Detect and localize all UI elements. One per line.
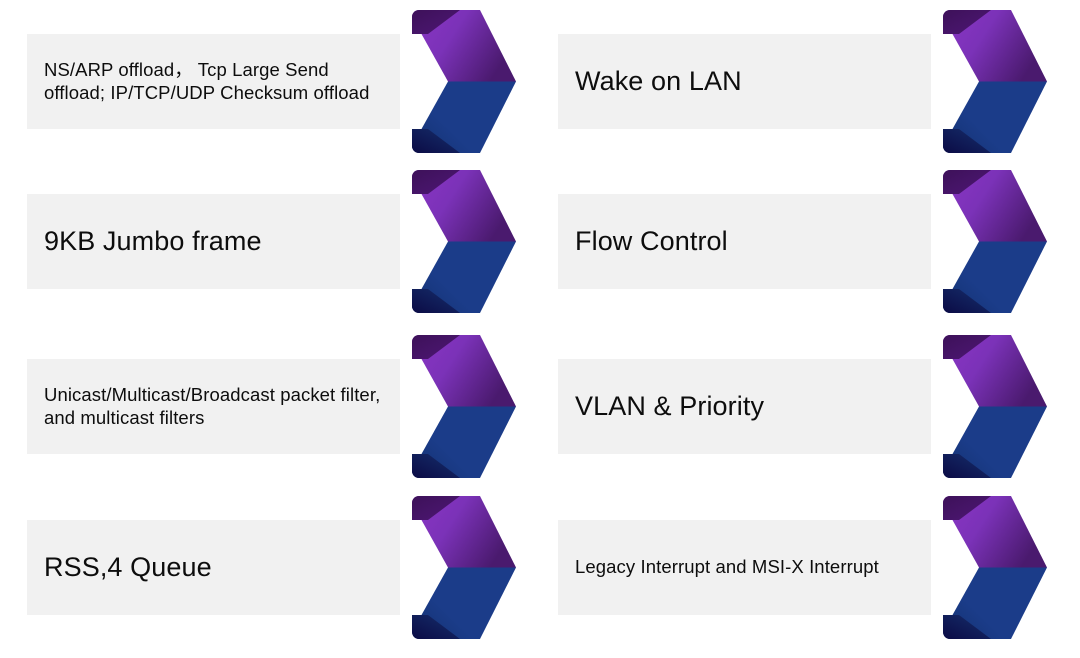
chevron-upper-shadow: [943, 10, 991, 34]
chevron-upper-face: [943, 496, 1047, 568]
chevron-lower-shadow: [412, 615, 460, 639]
chevron-lower-shadow: [943, 129, 991, 153]
process-label-plate[interactable]: 9KB Jumbo frame: [27, 194, 400, 289]
chevron-arrow-icon: [412, 496, 516, 639]
chevron-upper-face: [943, 170, 1047, 242]
chevron-lower-shadow: [943, 454, 991, 478]
chevron-arrow-icon: [943, 10, 1047, 153]
chevron-arrow-icon: [943, 335, 1047, 478]
process-label-text: Wake on LAN: [575, 66, 742, 97]
chevron-upper-face: [412, 170, 516, 242]
chevron-arrow-icon: [943, 496, 1047, 639]
chevron-upper-shadow: [412, 335, 460, 359]
chevron-upper-face: [412, 335, 516, 407]
chevron-upper-face: [943, 335, 1047, 407]
process-chevron-item-interrupts[interactable]: Legacy Interrupt and MSI-X Interrupt: [558, 496, 1058, 658]
chevron-arrow-icon: [412, 10, 516, 153]
chevron-arrow: [913, 335, 1047, 478]
chevron-arrow-icon: [412, 170, 516, 313]
chevron-upper-shadow: [412, 170, 460, 194]
chevron-lower-shadow: [943, 615, 991, 639]
chevron-lower-face: [412, 567, 516, 639]
chevron-upper-shadow: [943, 335, 991, 359]
chevron-upper-shadow: [943, 496, 991, 520]
chevron-upper-shadow: [412, 496, 460, 520]
process-chevron-item-offload[interactable]: NS/ARP offload， Tcp Large Send offload; …: [27, 10, 527, 172]
process-chevron-item-packet-filter[interactable]: Unicast/Multicast/Broadcast packet filte…: [27, 335, 527, 497]
process-label-plate[interactable]: Wake on LAN: [558, 34, 931, 129]
chevron-lower-face: [943, 81, 1047, 153]
chevron-arrow: [382, 496, 516, 639]
chevron-lower-face: [943, 241, 1047, 313]
chevron-arrow: [382, 335, 516, 478]
chevron-lower-shadow: [412, 454, 460, 478]
chevron-arrow: [382, 170, 516, 313]
chevron-arrow: [913, 10, 1047, 153]
process-chevron-item-jumbo-frame[interactable]: 9KB Jumbo frame: [27, 170, 527, 332]
process-label-text: 9KB Jumbo frame: [44, 226, 262, 257]
process-label-text: NS/ARP offload， Tcp Large Send offload; …: [44, 58, 370, 103]
process-label-text: RSS,4 Queue: [44, 552, 212, 583]
chevron-lower-shadow: [943, 289, 991, 313]
chevron-lower-shadow: [412, 129, 460, 153]
process-label-text: VLAN & Priority: [575, 391, 765, 422]
chevron-lower-face: [412, 406, 516, 478]
process-chevron-item-rss-queue[interactable]: RSS,4 Queue: [27, 496, 527, 658]
chevron-upper-shadow: [943, 170, 991, 194]
chevron-arrow: [913, 496, 1047, 639]
chevron-upper-shadow: [412, 10, 460, 34]
process-chevron-item-wake-on-lan[interactable]: Wake on LAN: [558, 10, 1058, 172]
process-label-plate[interactable]: NS/ARP offload， Tcp Large Send offload; …: [27, 34, 400, 129]
chevron-arrow-icon: [943, 170, 1047, 313]
chevron-upper-face: [412, 496, 516, 568]
chevron-lower-face: [412, 81, 516, 153]
chevron-lower-face: [412, 241, 516, 313]
chevron-lower-face: [943, 406, 1047, 478]
process-label-text: Unicast/Multicast/Broadcast packet filte…: [44, 383, 381, 428]
chevron-upper-face: [412, 10, 516, 82]
process-label-plate[interactable]: Unicast/Multicast/Broadcast packet filte…: [27, 359, 400, 454]
chevron-lower-shadow: [412, 289, 460, 313]
process-chevron-item-vlan-priority[interactable]: VLAN & Priority: [558, 335, 1058, 497]
chevron-arrow-icon: [412, 335, 516, 478]
process-label-plate[interactable]: Flow Control: [558, 194, 931, 289]
chevron-arrow: [913, 170, 1047, 313]
chevron-upper-face: [943, 10, 1047, 82]
process-chevron-item-flow-control[interactable]: Flow Control: [558, 170, 1058, 332]
process-label-plate[interactable]: VLAN & Priority: [558, 359, 931, 454]
process-label-text: Flow Control: [575, 226, 728, 257]
process-label-text: Legacy Interrupt and MSI-X Interrupt: [575, 556, 879, 578]
process-label-plate[interactable]: Legacy Interrupt and MSI-X Interrupt: [558, 520, 931, 615]
chevron-lower-face: [943, 567, 1047, 639]
chevron-arrow: [382, 10, 516, 153]
process-label-plate[interactable]: RSS,4 Queue: [27, 520, 400, 615]
